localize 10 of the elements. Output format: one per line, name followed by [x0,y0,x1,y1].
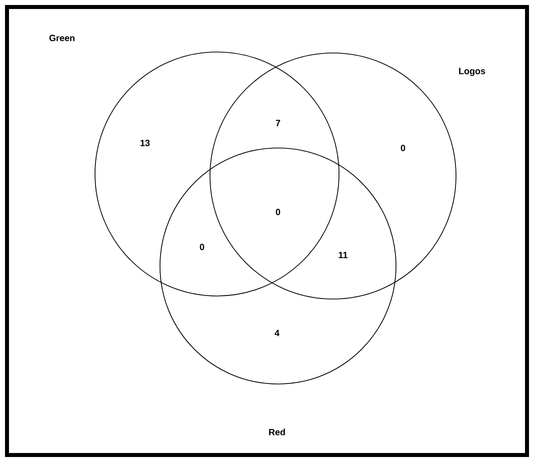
region-count: 0 [200,244,204,250]
region-count: 0 [400,144,406,152]
region-count: 7 [276,120,280,126]
region-count: 11 [338,252,348,258]
region-count: 4 [274,330,280,336]
set-label: Logos [459,68,486,76]
region-count: 13 [140,140,150,146]
set-label: Red [269,428,285,436]
region-count: 0 [276,208,280,216]
set-label: Green [49,34,74,42]
